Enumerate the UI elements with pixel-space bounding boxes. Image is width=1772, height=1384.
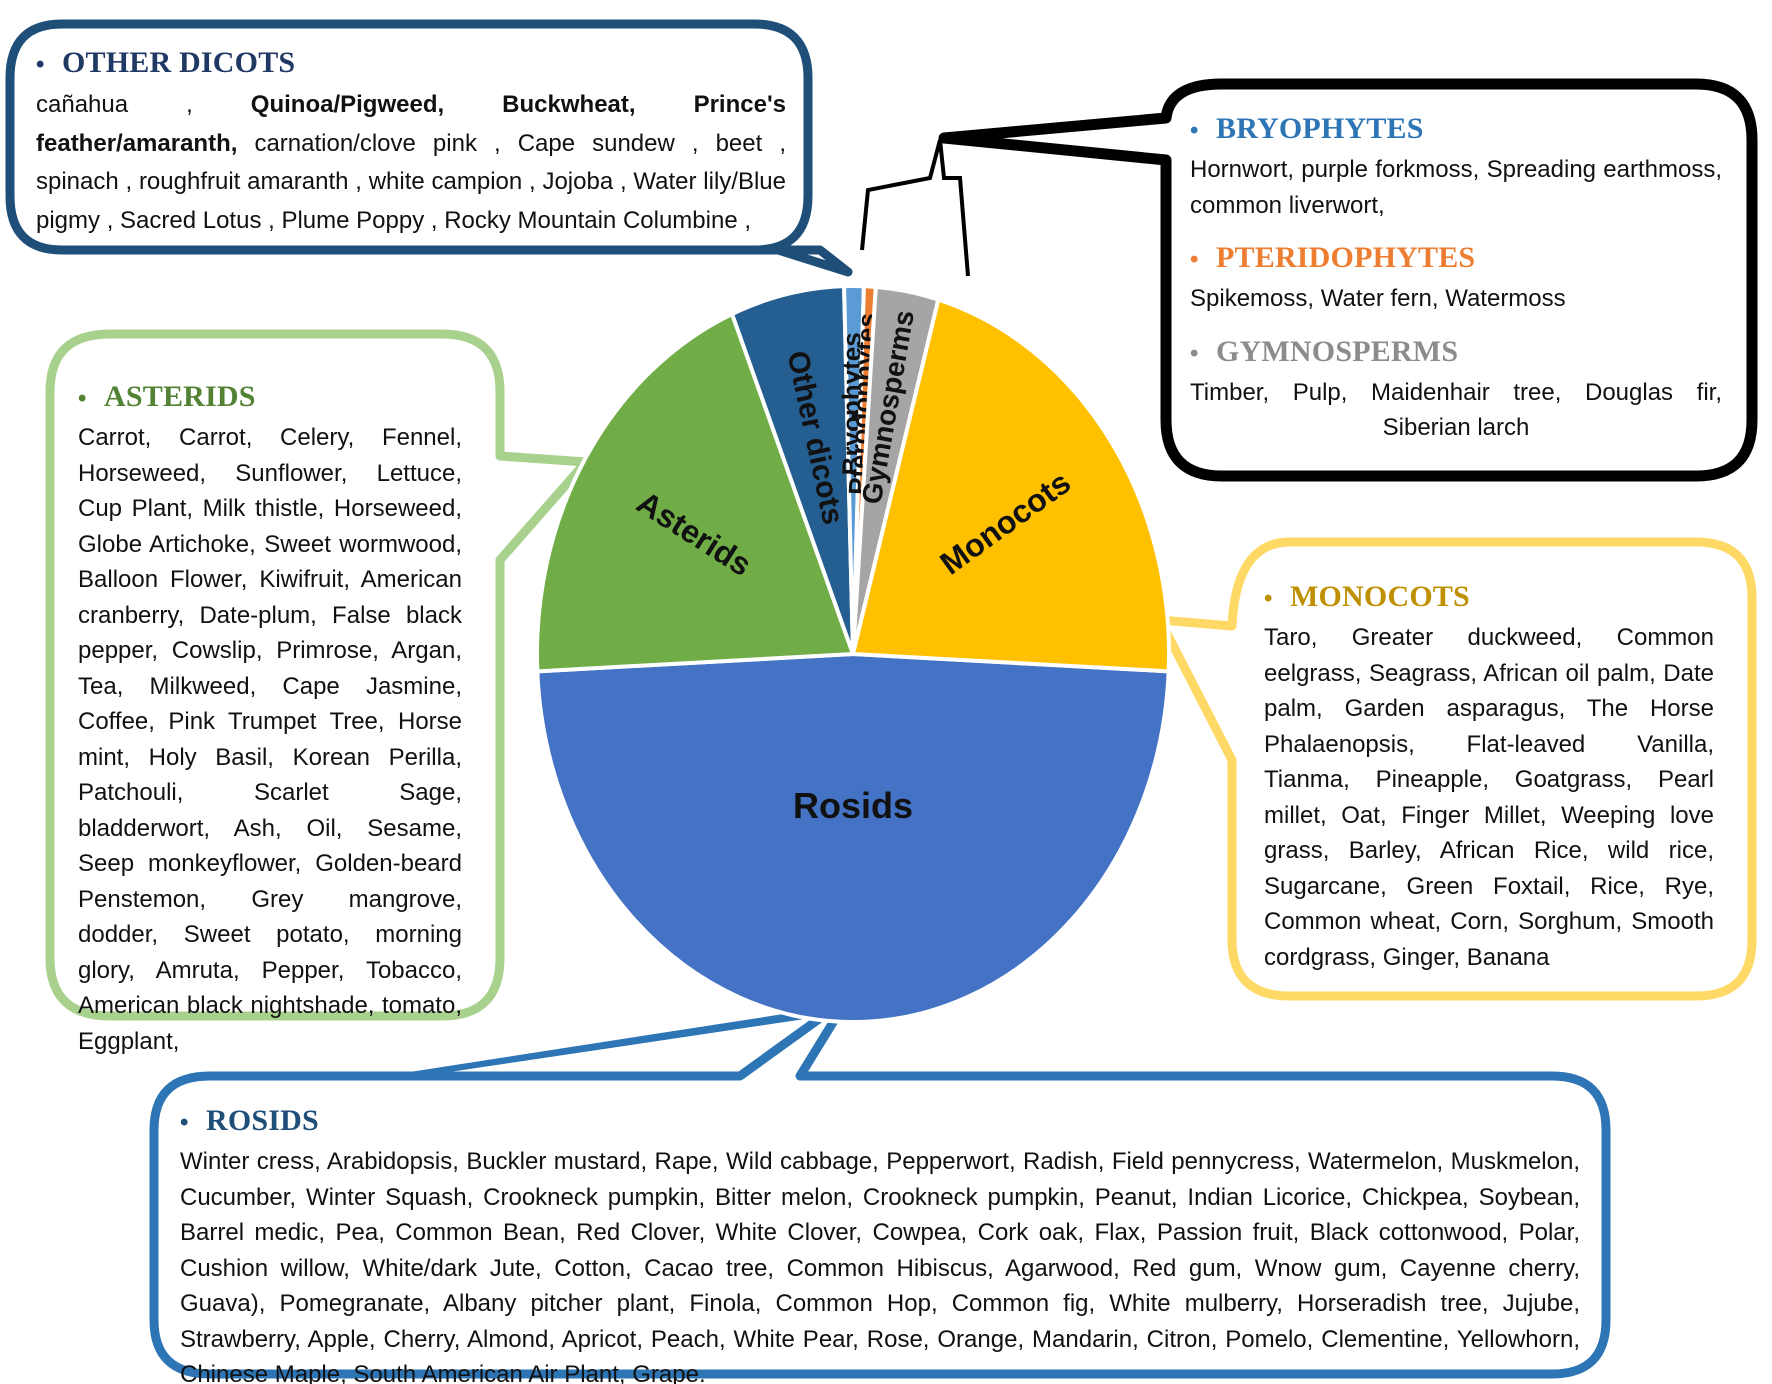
pteridophytes-group: • PTERIDOPHYTES Spikemoss, Water fern, Wa… [1190, 241, 1722, 317]
pteridophytes-heading: • PTERIDOPHYTES [1190, 241, 1722, 275]
pteridophytes-title: PTERIDOPHYTES [1216, 241, 1476, 274]
rosids-heading: • ROSIDS [180, 1104, 1580, 1138]
pie-slice-monocots [850, 297, 1171, 674]
gymnosperms-heading: • GYMNOSPERMS [1190, 335, 1722, 369]
monocots-callout: • MONOCOTS Taro, Greater duckweed, Common… [1264, 580, 1714, 975]
bullet-icon: • [1190, 339, 1199, 367]
pie-slice-asterids [535, 311, 856, 674]
rosids-callout: • ROSIDS Winter cress, Arabidopsis, Buckl… [180, 1104, 1580, 1384]
bullet-icon: • [78, 385, 87, 412]
gymnosperms-title: GYMNOSPERMS [1216, 334, 1459, 368]
monocots-callout-frame [1155, 537, 1757, 1001]
other-dicots-list-rest: carnation/clove pink , Cape sundew , bee… [36, 129, 786, 234]
bullet-icon: • [180, 1109, 189, 1136]
monocots-title: MONOCOTS [1290, 580, 1470, 613]
bryophytes-heading: • BRYOPHYTES [1190, 112, 1722, 146]
other-dicots-list-bold: Quinoa/Pigweed, Buckwheat, Prince's feat… [36, 91, 786, 157]
asterids-callout: • ASTERIDS Carrot, Carrot, Celery, Fennel… [78, 380, 462, 1059]
rosids-pointer [384, 1004, 852, 1080]
rosids-list: Winter cress, Arabidopsis, Buckler musta… [180, 1148, 1580, 1384]
bryophytes-list: Hornwort, purple forkmoss, Spreading ear… [1190, 156, 1722, 219]
lower-plants-bracket [860, 139, 970, 277]
monocots-list: Taro, Greater duckweed, Common eelgrass,… [1264, 624, 1714, 971]
asterids-title: ASTERIDS [104, 380, 256, 413]
bullet-icon: • [36, 51, 45, 78]
other-dicots-list-prefix: cañahua , [36, 91, 251, 118]
bryophytes-group: • BRYOPHYTES Hornwort, purple forkmoss, S… [1190, 112, 1722, 223]
lower-plants-callout-frame [938, 78, 1758, 482]
other-dicots-callout-frame [5, 19, 853, 277]
other-dicots-heading: • OTHER DICOTS [36, 46, 786, 80]
rosids-title: ROSIDS [206, 1104, 319, 1137]
bullet-icon: • [1264, 585, 1273, 612]
monocots-heading: • MONOCOTS [1264, 580, 1714, 614]
other-dicots-list: cañahua , Quinoa/Pigweed, Buckwheat, Pri… [36, 86, 786, 240]
asterids-heading: • ASTERIDS [78, 380, 462, 414]
pie-label-rosids: Rosids [793, 785, 913, 826]
asterids-callout-frame [45, 329, 591, 1021]
other-dicots-callout: • OTHER DICOTS cañahua , Quinoa/Pigweed, … [36, 46, 786, 240]
pteridophytes-list: Spikemoss, Water fern, Watermoss [1190, 285, 1566, 312]
gymnosperms-list: Timber, Pulp, Maidenhair tree, Douglas f… [1190, 378, 1722, 442]
bullet-icon: • [1190, 246, 1199, 273]
asterids-list: Carrot, Carrot, Celery, Fennel, Horsewee… [78, 424, 462, 1055]
bryophytes-title: BRYOPHYTES [1216, 112, 1424, 145]
lower-plants-callout: • BRYOPHYTES Hornwort, purple forkmoss, S… [1190, 112, 1722, 464]
other-dicots-title: OTHER DICOTS [62, 46, 296, 79]
gymnosperms-group: • GYMNOSPERMS Timber, Pulp, Maidenhair tr… [1190, 335, 1722, 446]
rosids-callout-frame [149, 993, 1611, 1379]
bullet-icon: • [1190, 117, 1199, 144]
pie-slice-rosids [535, 651, 1171, 1024]
pie-slice-other-dicots [729, 284, 855, 655]
